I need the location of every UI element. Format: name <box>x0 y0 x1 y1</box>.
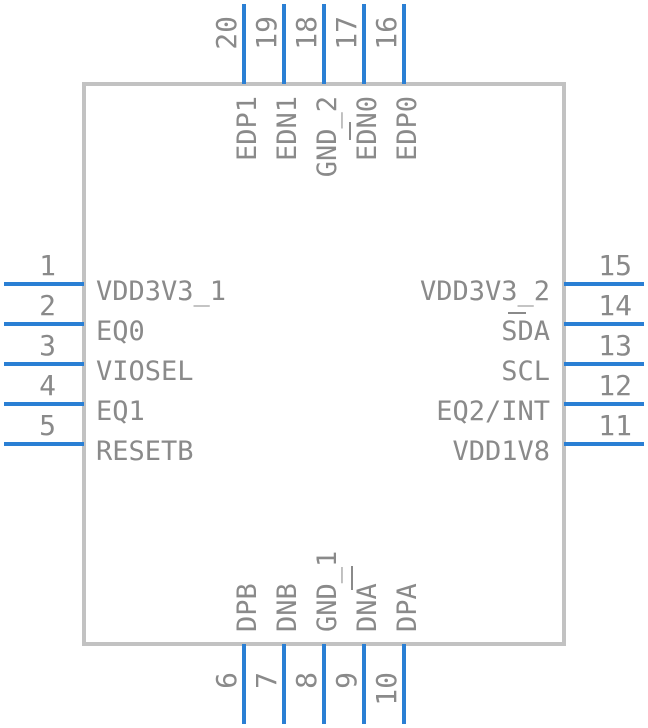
bottom-pin-group: 6 DPB 7 DNB 8 GND_1 9 DNA 10 DPA <box>210 551 423 724</box>
pin-12-label: EQ2/INT <box>436 396 550 427</box>
pin-5: 5 RESETB <box>4 409 194 467</box>
pin-2-number: 2 <box>39 289 56 322</box>
left-pin-group: 1 VDD3V3_1 2 EQ0 3 VIOSEL 4 EQ1 5 RESETB <box>4 249 226 467</box>
pin-15-number: 15 <box>598 249 632 282</box>
pin-16-number: 16 <box>370 16 403 50</box>
pin-18: 18 GND_2 <box>290 4 343 177</box>
pin-19-label: EDN1 <box>272 96 303 161</box>
pin-1-label: VDD3V3_1 <box>96 276 226 307</box>
pin-19-number: 19 <box>250 16 283 50</box>
pin-14-number: 14 <box>598 289 632 322</box>
pin-8: 8 GND_1 <box>290 551 343 724</box>
pin-14-label: SDA <box>501 316 550 347</box>
pin-17-number: 17 <box>330 16 363 50</box>
component-body <box>82 82 566 646</box>
pin-4: 4 EQ1 <box>4 369 145 427</box>
pin-6: 6 DPB <box>210 583 263 724</box>
pin-16: 16 EDP0 <box>370 4 423 161</box>
pin-4-number: 4 <box>39 369 56 402</box>
right-pin-group: 15 VDD3V3_2 14 SDA 13 SCL 12 EQ2/INT 11 … <box>420 249 644 467</box>
pin-2: 2 EQ0 <box>4 289 145 347</box>
pin-8-label: GND_1 <box>312 551 343 632</box>
pin-5-number: 5 <box>39 409 56 442</box>
pin-12: 12 EQ2/INT <box>436 369 644 427</box>
pin-17-label: EDN0 <box>352 96 383 161</box>
pin-15: 15 VDD3V3_2 <box>420 249 644 307</box>
pin-18-number: 18 <box>290 16 323 50</box>
pin-13-number: 13 <box>598 329 632 362</box>
pin-7: 7 DNB <box>250 583 303 724</box>
pin-3: 3 VIOSEL <box>4 329 194 387</box>
pin-4-label: EQ1 <box>96 396 145 427</box>
pin-11-label: VDD1V8 <box>452 436 550 467</box>
pin-8-number: 8 <box>290 672 323 689</box>
pin-20: 20 EDP1 <box>210 4 263 161</box>
pin-7-number: 7 <box>250 672 283 689</box>
pin-11: 11 VDD1V8 <box>452 409 644 467</box>
pin-18-label: GND_2 <box>312 96 343 177</box>
pin-1: 1 VDD3V3_1 <box>4 249 226 307</box>
pin-3-number: 3 <box>39 329 56 362</box>
pin-5-label: RESETB <box>96 436 194 467</box>
pin-17: 17 EDN0 <box>330 4 383 161</box>
pin-19: 19 EDN1 <box>250 4 303 161</box>
pin-6-number: 6 <box>210 672 243 689</box>
pin-13: 13 SCL <box>501 329 644 387</box>
pin-9-label: DNA <box>352 583 383 632</box>
pin-10-number: 10 <box>370 672 403 706</box>
pin-6-label: DPB <box>232 583 263 632</box>
pin-20-label: EDP1 <box>232 96 263 161</box>
top-pin-group: 20 EDP1 19 EDN1 18 GND_2 17 EDN0 16 EDP0 <box>210 4 423 177</box>
pin-15-label: VDD3V3_2 <box>420 276 550 307</box>
pin-14: 14 SDA <box>501 289 644 347</box>
pin-10-label: DPA <box>392 583 423 632</box>
pin-9-number: 9 <box>330 672 363 689</box>
pin-16-label: EDP0 <box>392 96 423 161</box>
pin-13-label: SCL <box>501 356 550 387</box>
pin-9: 9 DNA <box>330 566 383 724</box>
pin-20-number: 20 <box>210 16 243 50</box>
pin-3-label: VIOSEL <box>96 356 194 387</box>
pin-7-label: DNB <box>272 583 303 632</box>
pin-1-number: 1 <box>39 249 56 282</box>
pin-11-number: 11 <box>598 409 632 442</box>
pin-2-label: EQ0 <box>96 316 145 347</box>
pin-12-number: 12 <box>598 369 632 402</box>
pin-10: 10 DPA <box>370 583 423 724</box>
